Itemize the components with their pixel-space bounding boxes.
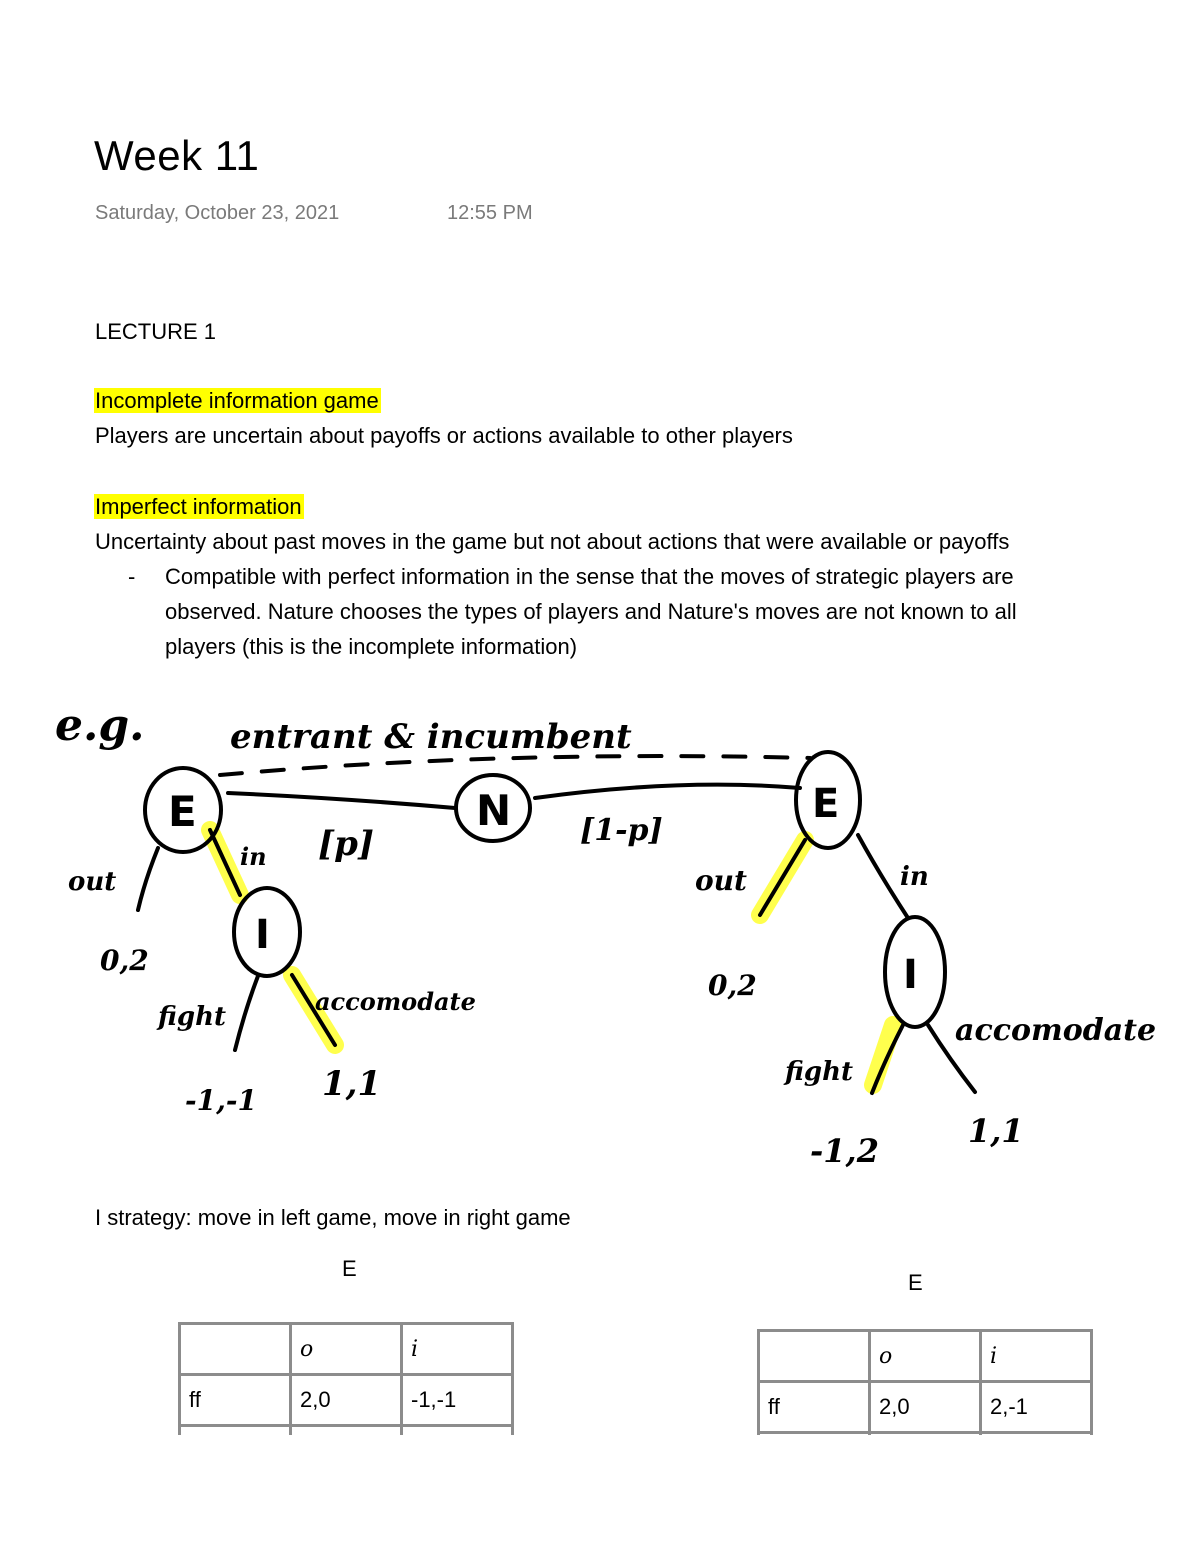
bullet-marker: - (128, 564, 136, 589)
table-row-clipped (757, 1431, 1093, 1435)
section-heading-incomplete: Incomplete information game (94, 387, 381, 415)
label-left-in: in (240, 842, 267, 871)
table-header-cell: i (979, 1329, 1093, 1383)
table-row: ff 2,0 2,-1 (757, 1380, 1093, 1434)
table-cell (979, 1431, 1093, 1435)
strategy-line: I strategy: move in left game, move in r… (95, 1205, 571, 1230)
node-label: E (168, 787, 197, 836)
table-header-row: o i (178, 1322, 514, 1376)
information-set-dashed-line (218, 754, 812, 777)
section-heading-imperfect: Imperfect information (94, 493, 304, 521)
edge-left-out (136, 846, 160, 912)
note-page: Week 11 Saturday, October 23, 2021 12:55… (55, 132, 1157, 1435)
label-right-out: out (695, 864, 747, 897)
table-cell (400, 1424, 514, 1435)
table-cell: ff (757, 1380, 871, 1434)
table-player-label: E (342, 1256, 357, 1281)
table-header-row: o i (757, 1329, 1093, 1383)
table-cell: 2,-1 (979, 1380, 1093, 1434)
prob-right: [1-p] (580, 813, 663, 848)
bullet-line: observed. Nature chooses the types of pl… (165, 599, 1017, 624)
table-header-cell: i (400, 1322, 514, 1376)
payoff-right-fight: -1,2 (810, 1132, 879, 1170)
label-left-accommodate: accomodate (315, 987, 476, 1016)
table-row-clipped (178, 1424, 514, 1435)
payoff-table-left: o i ff 2,0 -1,-1 (178, 1322, 514, 1435)
edge-right-fight (870, 1023, 905, 1095)
node-nature (454, 773, 532, 843)
node-left-incumbent (232, 886, 302, 978)
label-right-accommodate: accomodate (955, 1013, 1156, 1048)
payoff-right-out: 0,2 (708, 969, 757, 1002)
table-header-cell: o (289, 1322, 403, 1376)
payoff-right-accommodate: 1,1 (968, 1112, 1024, 1150)
table-cell: -1,-1 (400, 1373, 514, 1427)
table-cell (289, 1424, 403, 1435)
edge-right-out (758, 838, 807, 917)
highlight-right-fight (864, 1016, 902, 1094)
label-right-in: in (900, 862, 929, 892)
table-player-label: E (908, 1270, 923, 1295)
page-title: Week 11 (94, 132, 260, 179)
edge-right-in (856, 833, 910, 920)
edge-left-in (208, 828, 242, 897)
table-cell (757, 1329, 871, 1383)
table-cell: 2,0 (289, 1373, 403, 1427)
highlighted-heading: Incomplete information game (94, 388, 381, 413)
note-time: 12:55 PM (447, 202, 533, 224)
node-right-incumbent (883, 915, 947, 1029)
game-tree-diagram: e.g. entrant & incumbent E N E I I [p] [… (55, 700, 1156, 1170)
edge-left-accommodate (290, 973, 337, 1047)
label-right-fight: fight (783, 1057, 853, 1087)
table-cell: ff (178, 1373, 292, 1427)
lecture-heading: LECTURE 1 (95, 319, 217, 344)
branch-left-p (226, 791, 457, 810)
label-left-out: out (68, 867, 116, 897)
node-left-entrant (143, 766, 223, 854)
table-cell (178, 1322, 292, 1376)
node-label: I (903, 952, 918, 998)
highlighted-heading: Imperfect information (94, 494, 304, 519)
payoff-left-accommodate: 1,1 (322, 1064, 381, 1104)
table-cell (178, 1424, 292, 1435)
diagram-caption: entrant & incumbent (230, 717, 632, 757)
section-body-incomplete: Players are uncertain about payoffs or a… (95, 423, 793, 448)
node-label: E (812, 781, 839, 827)
edge-right-accommodate (926, 1023, 977, 1094)
node-right-entrant (794, 750, 862, 850)
prob-left: [p] (318, 824, 374, 864)
edge-left-fight (233, 974, 260, 1052)
payoff-table-right: o i ff 2,0 2,-1 (757, 1329, 1093, 1435)
payoff-left-fight: -1,-1 (185, 1084, 257, 1117)
table-cell: 2,0 (868, 1380, 982, 1434)
node-label: N (476, 786, 511, 835)
node-label: I (255, 912, 270, 958)
table-cell (868, 1431, 982, 1435)
table-row: ff 2,0 -1,-1 (178, 1373, 514, 1427)
table-cell (757, 1431, 871, 1435)
branch-right-1-p (533, 782, 802, 800)
eg-label: e.g. (55, 700, 144, 751)
note-date: Saturday, October 23, 2021 (95, 202, 340, 224)
bullet-line: Compatible with perfect information in t… (165, 564, 1014, 589)
table-header-cell: o (868, 1329, 982, 1383)
payoff-left-out: 0,2 (100, 944, 149, 977)
highlight-strokes (201, 821, 902, 1094)
label-left-fight: fight (156, 1002, 226, 1032)
section-body-imperfect: Uncertainty about past moves in the game… (95, 529, 1010, 554)
bullet-line: players (this is the incomplete informat… (165, 634, 578, 659)
